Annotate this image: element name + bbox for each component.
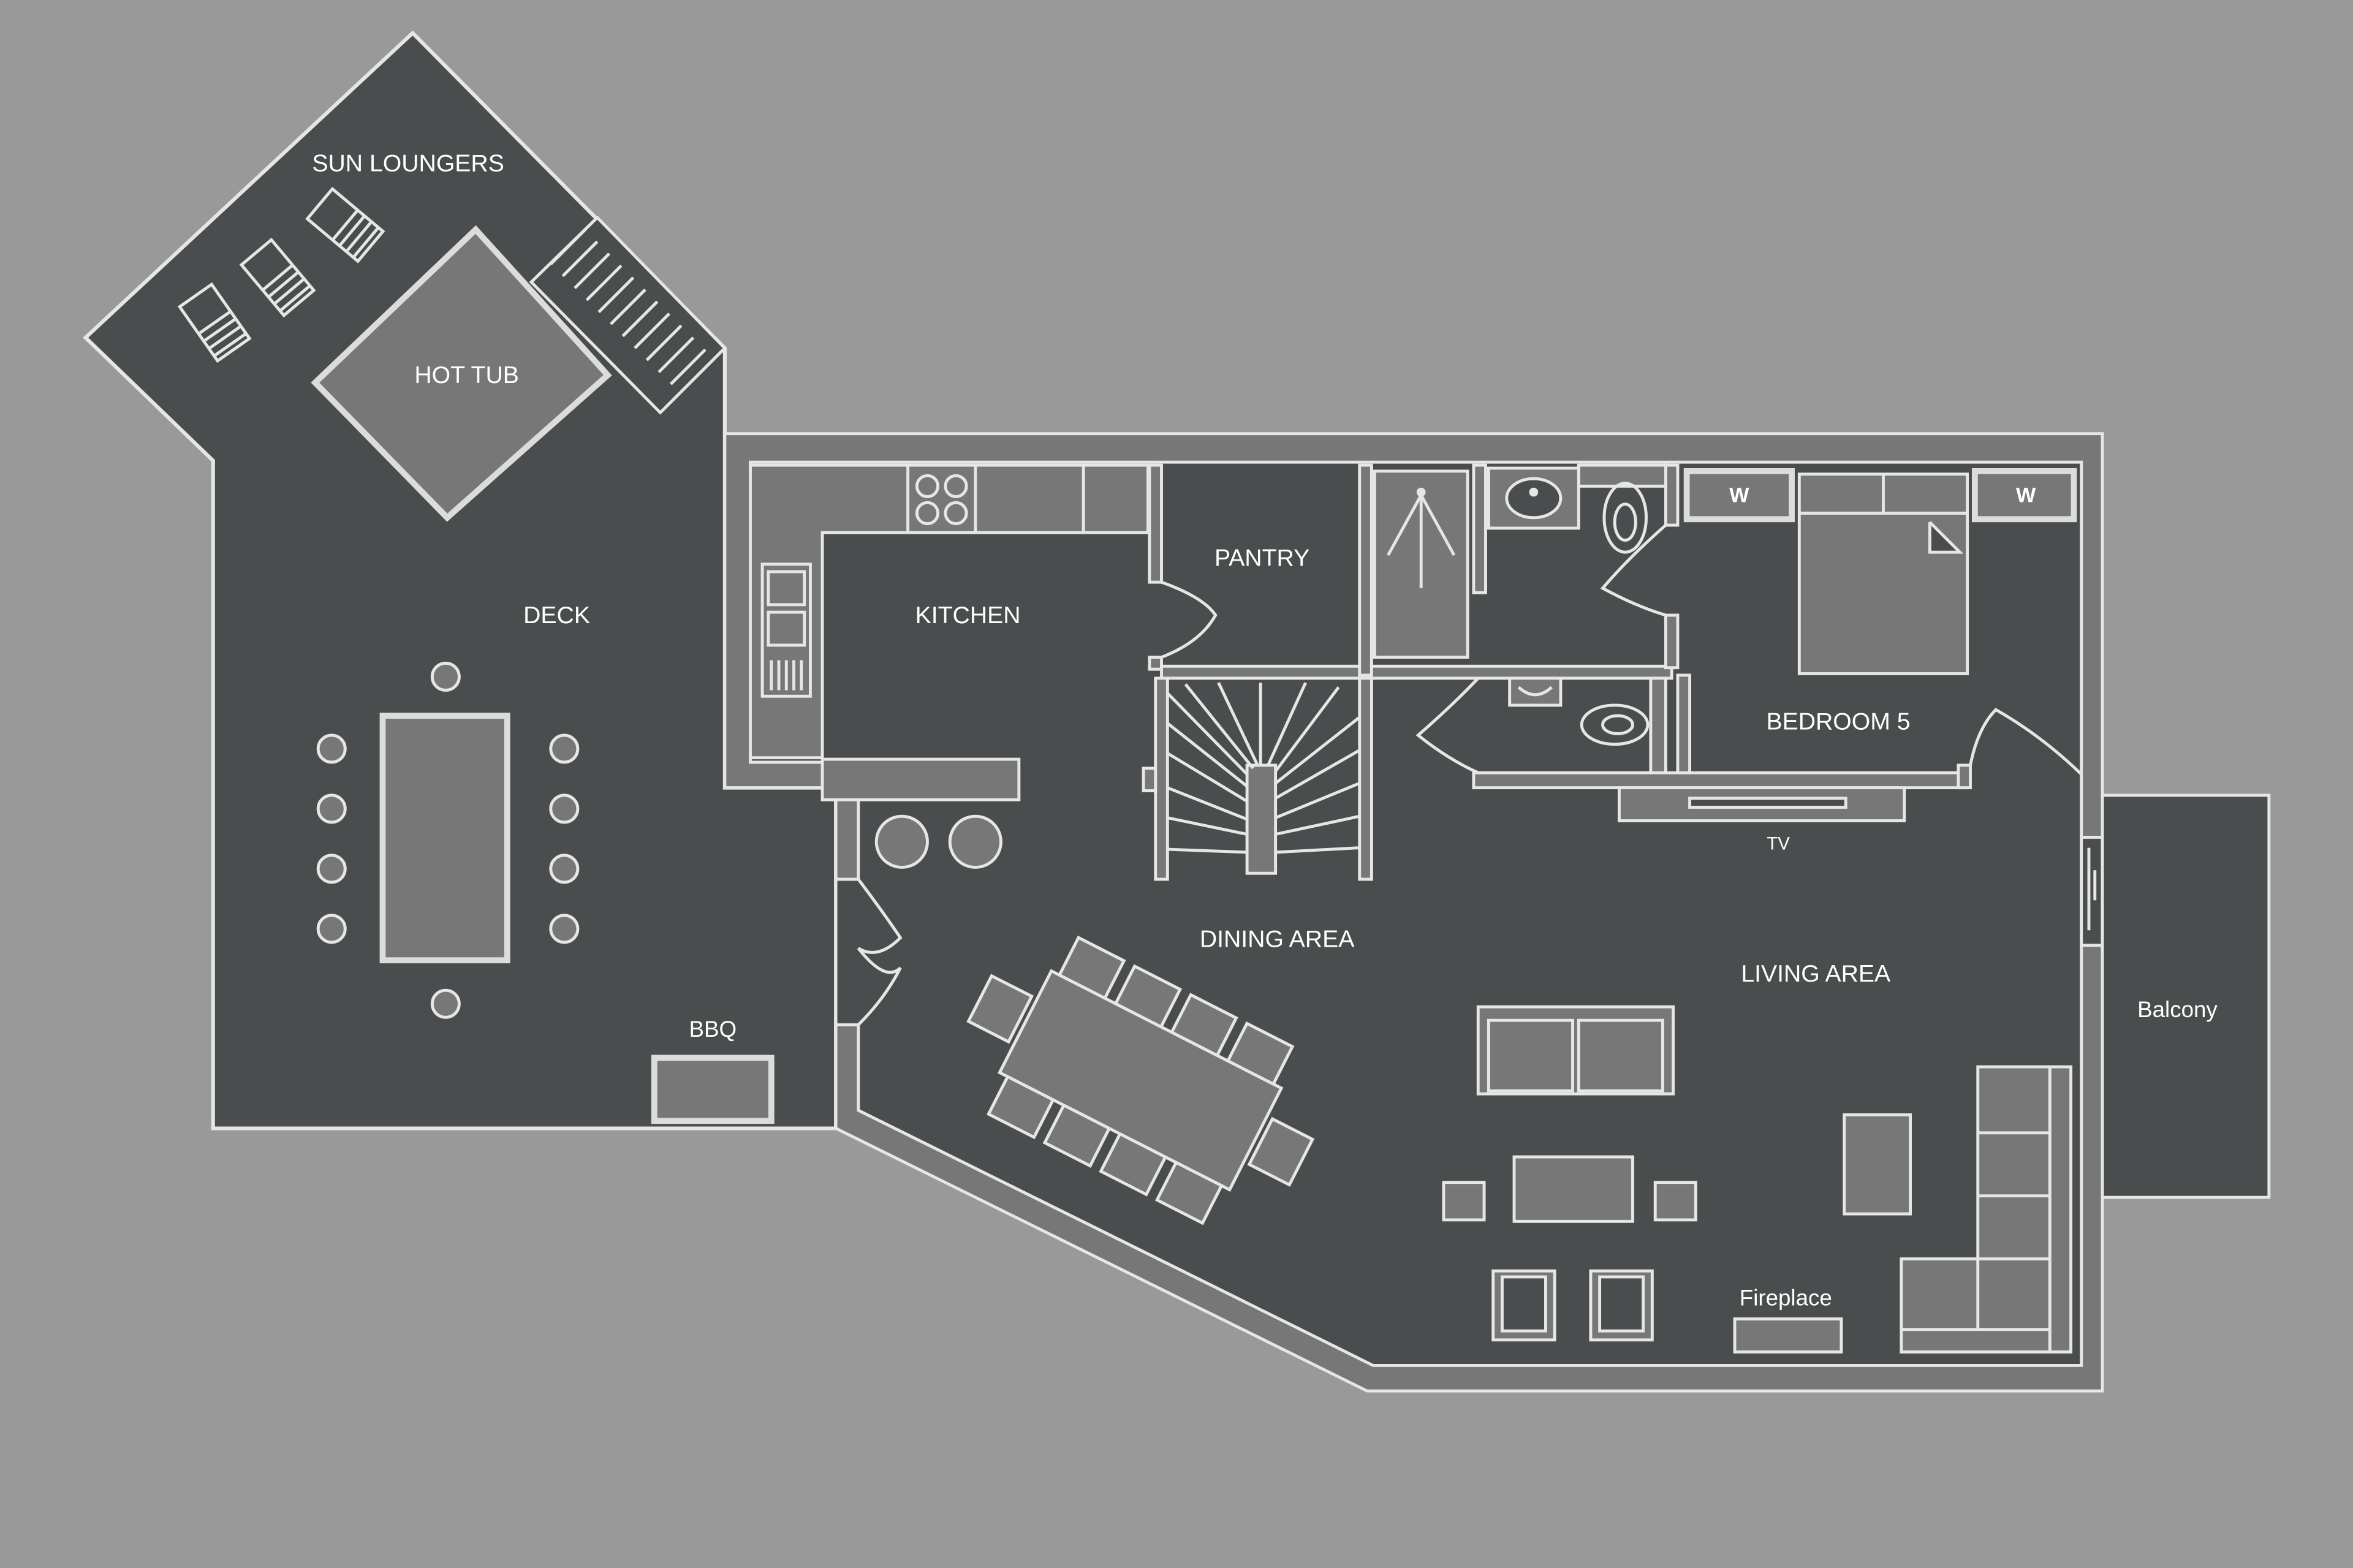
staircase [1142, 676, 1373, 881]
bedroom-door [1969, 708, 2083, 776]
side-table-right [1653, 1181, 1697, 1222]
coffee-table [1512, 1155, 1634, 1223]
sun-lounger [177, 282, 252, 363]
label-deck: DECK [523, 602, 590, 629]
label-tv: TV [1767, 833, 1790, 854]
label-kitchen: KITCHEN [915, 602, 1021, 629]
deck-stools [316, 661, 580, 1019]
label-balcony: Balcony [2137, 997, 2218, 1022]
bar-stools [874, 814, 1002, 869]
side-table-left [1442, 1181, 1486, 1222]
label-wardrobe-right: W [2016, 484, 2036, 507]
wc-door [1415, 677, 1480, 775]
label-fireplace: Fireplace [1740, 1285, 1832, 1310]
sink-icon [760, 562, 812, 698]
toilet-icon [1602, 482, 1648, 554]
wardrobe-left [1683, 468, 1795, 523]
double-bed [1797, 472, 1969, 675]
tv-unit [1618, 786, 1906, 822]
label-bbq: BBQ [689, 1017, 737, 1042]
label-living-area: LIVING AREA [1741, 961, 1891, 987]
sun-lounger [239, 237, 316, 318]
corner-sofa [1900, 1065, 2073, 1354]
label-wardrobe-left: W [1729, 484, 1749, 507]
house [723, 432, 2104, 1393]
deck-area [83, 30, 838, 1131]
balcony [2101, 793, 2271, 1199]
label-pantry: PANTRY [1214, 545, 1309, 572]
shower-icon [1373, 469, 1469, 659]
hot-tub [311, 225, 612, 522]
label-bedroom-5: BEDROOM 5 [1766, 709, 1910, 735]
kitchen-counters [749, 463, 1150, 801]
cooktop-icon [915, 474, 968, 526]
bedroom-walls [1676, 673, 1972, 790]
label-sun-loungers: SUN LOUNGERS [312, 151, 504, 177]
sun-lounger [305, 186, 385, 263]
wc-toilet-icon [1580, 703, 1650, 746]
bathroom-sink-icon [1487, 466, 1580, 530]
label-dining-area: DINING AREA [1200, 926, 1355, 953]
label-hot-tub: HOT TUB [414, 362, 519, 388]
balcony-door [2080, 835, 2104, 947]
deck-steps [529, 215, 727, 415]
bathroom-door [1600, 524, 1667, 617]
ottoman [1843, 1113, 1912, 1216]
wc-sink-icon [1508, 676, 1563, 707]
dining-set [966, 935, 1315, 1225]
entrance-door [857, 878, 903, 1026]
armchair [1589, 1269, 1654, 1342]
wardrobe-right [1971, 468, 2077, 523]
bbq-grill [651, 1055, 775, 1124]
deck-table [379, 713, 510, 964]
pantry-walls [1148, 463, 1373, 680]
sofa-two-seat [1476, 1005, 1675, 1096]
fireplace [1733, 1317, 1843, 1354]
armchair [1491, 1269, 1556, 1342]
